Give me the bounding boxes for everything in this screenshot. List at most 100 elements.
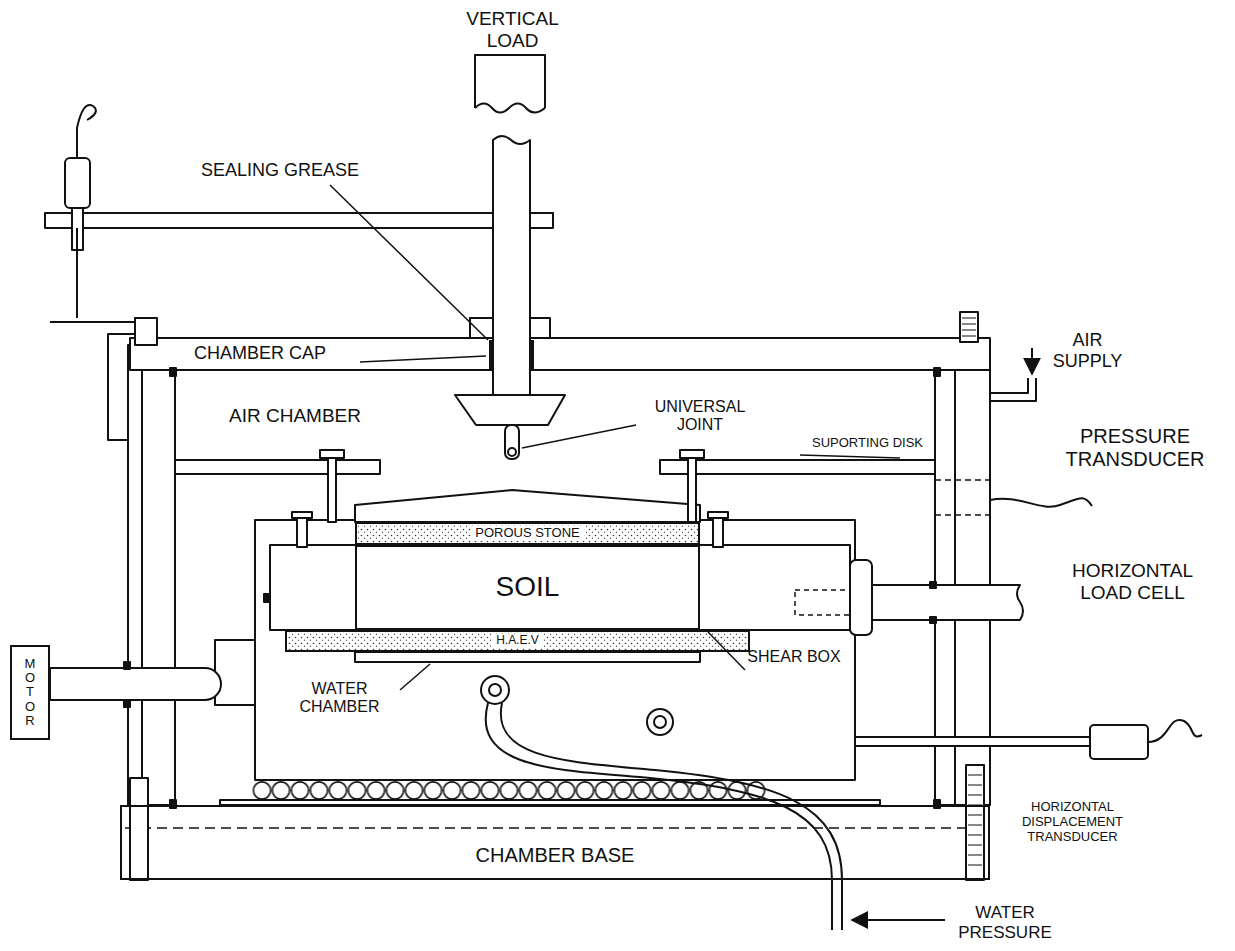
- motor-piston: [50, 668, 221, 700]
- shear-box: [328, 452, 336, 522]
- part-label: HORIZONTAL LOAD CELL: [1050, 560, 1215, 604]
- chamber-base: [130, 778, 148, 880]
- water-pipe: [654, 716, 666, 728]
- water-pipe: [501, 703, 842, 930]
- motor-piston: [124, 700, 130, 707]
- part-label: AIR SUPPLY: [1045, 330, 1130, 371]
- horizontal-load-cell: [872, 585, 1023, 620]
- air-supply-pipe: [990, 378, 1036, 401]
- node-text: SOIL: [496, 572, 560, 603]
- horizontal-load-cell: [850, 560, 872, 635]
- chamber-base: [966, 765, 984, 880]
- pressure-transducer: [935, 479, 990, 481]
- shear-box: [795, 590, 850, 615]
- shear-box: [680, 450, 704, 458]
- shear-box: [270, 545, 850, 630]
- shear-box: [215, 640, 255, 705]
- vertical-load-ram: [455, 395, 565, 425]
- chamber-base: [125, 765, 985, 880]
- part-label: PRESSURE TRANSDUCER: [1040, 425, 1230, 471]
- dial-gauge: [65, 105, 96, 318]
- motor-box: MOTOR: [10, 645, 50, 740]
- shear-box: [215, 450, 856, 780]
- vertical-load-ram: [455, 55, 565, 459]
- vertical-load-ram: [530, 340, 534, 370]
- node-text: MOTOR: [24, 657, 37, 728]
- soil-sample-box: SOIL: [355, 545, 700, 630]
- node-text: POROUS STONE: [471, 526, 584, 540]
- chamber-cap: [130, 338, 990, 370]
- leader-line: [400, 664, 430, 690]
- leader-line: [800, 455, 900, 458]
- chamber-cap: [962, 318, 976, 336]
- part-label: VERTICAL LOAD: [455, 8, 570, 52]
- displacement-transducer: [1148, 720, 1202, 742]
- haev-disk-band: H.A.E.V: [285, 630, 750, 652]
- water-pipe: [481, 676, 945, 930]
- vertical-load-ram: [508, 448, 516, 456]
- pressure-transducer: [990, 498, 1092, 506]
- vertical-load-ram: [493, 136, 530, 395]
- part-label: SHEAR BOX: [742, 648, 846, 666]
- displacement-transducer: [855, 737, 1090, 746]
- horizontal-load-cell: [850, 560, 1023, 635]
- water-pipe: [647, 709, 673, 735]
- water-pipe: [489, 684, 501, 696]
- shear-box: [355, 522, 700, 545]
- air-supply-pipe: [1031, 348, 1033, 374]
- horizontal-load-cell: [930, 582, 936, 588]
- part-label: WATER CHAMBER: [282, 680, 397, 717]
- vertical-load-ram: [475, 55, 545, 108]
- chamber-cap: [130, 312, 990, 376]
- node-text: H.A.E.V: [492, 634, 543, 647]
- shear-box: [355, 490, 700, 522]
- pressure-transducer: [935, 480, 1092, 515]
- supporting-disk: [175, 460, 380, 474]
- rollers: [253, 781, 766, 800]
- air-supply-pipe: [990, 378, 1028, 393]
- part-label: SEALING GREASE: [170, 160, 390, 181]
- shear-box: [292, 512, 312, 518]
- water-pipe: [852, 919, 945, 921]
- shear-box: [285, 630, 750, 652]
- chamber-base-block: CHAMBER BASE: [120, 805, 990, 880]
- leader-line: [360, 356, 486, 362]
- shear-box: [264, 594, 270, 602]
- part-label: SUPORTING DISK: [800, 436, 935, 451]
- chamber-cap: [960, 312, 978, 342]
- loading-frame: [45, 213, 553, 228]
- supporting-disk: [175, 460, 935, 474]
- chamber-walls: [128, 345, 175, 805]
- part-label: UNIVERSAL JOINT: [640, 398, 760, 435]
- supporting-disk: [660, 460, 935, 474]
- displacement-transducer: [1090, 725, 1148, 759]
- chamber-base: [968, 775, 982, 865]
- chamber-cap: [135, 318, 157, 345]
- vertical-load-ram: [489, 340, 493, 370]
- dial-gauge: [77, 105, 96, 158]
- chamber-cap: [934, 368, 940, 376]
- leader-line: [522, 425, 636, 448]
- displacement-transducer: [855, 720, 1202, 759]
- horizontal-load-cell: [930, 617, 936, 623]
- dial-gauge: [76, 228, 78, 318]
- leader-line: [330, 185, 488, 340]
- motor-piston: [124, 662, 130, 669]
- pressure-transducer: [935, 514, 990, 516]
- water-pipe: [481, 676, 509, 704]
- shear-box: [688, 452, 696, 522]
- part-label: CHAMBER CAP: [165, 343, 355, 364]
- node-text: CHAMBER BASE: [472, 844, 639, 866]
- chamber-base: [125, 827, 985, 829]
- air-supply-pipe: [990, 348, 1036, 401]
- part-label: AIR CHAMBER: [195, 405, 395, 427]
- shear-box: [320, 450, 344, 458]
- rollers: [220, 781, 880, 805]
- water-pipe: [486, 703, 832, 930]
- shear-box: [708, 512, 728, 518]
- part-label: HORIZONTAL DISPLACEMENT TRANSDUCER: [1010, 800, 1135, 845]
- motor-piston: [50, 662, 221, 707]
- chamber-cap: [170, 368, 176, 376]
